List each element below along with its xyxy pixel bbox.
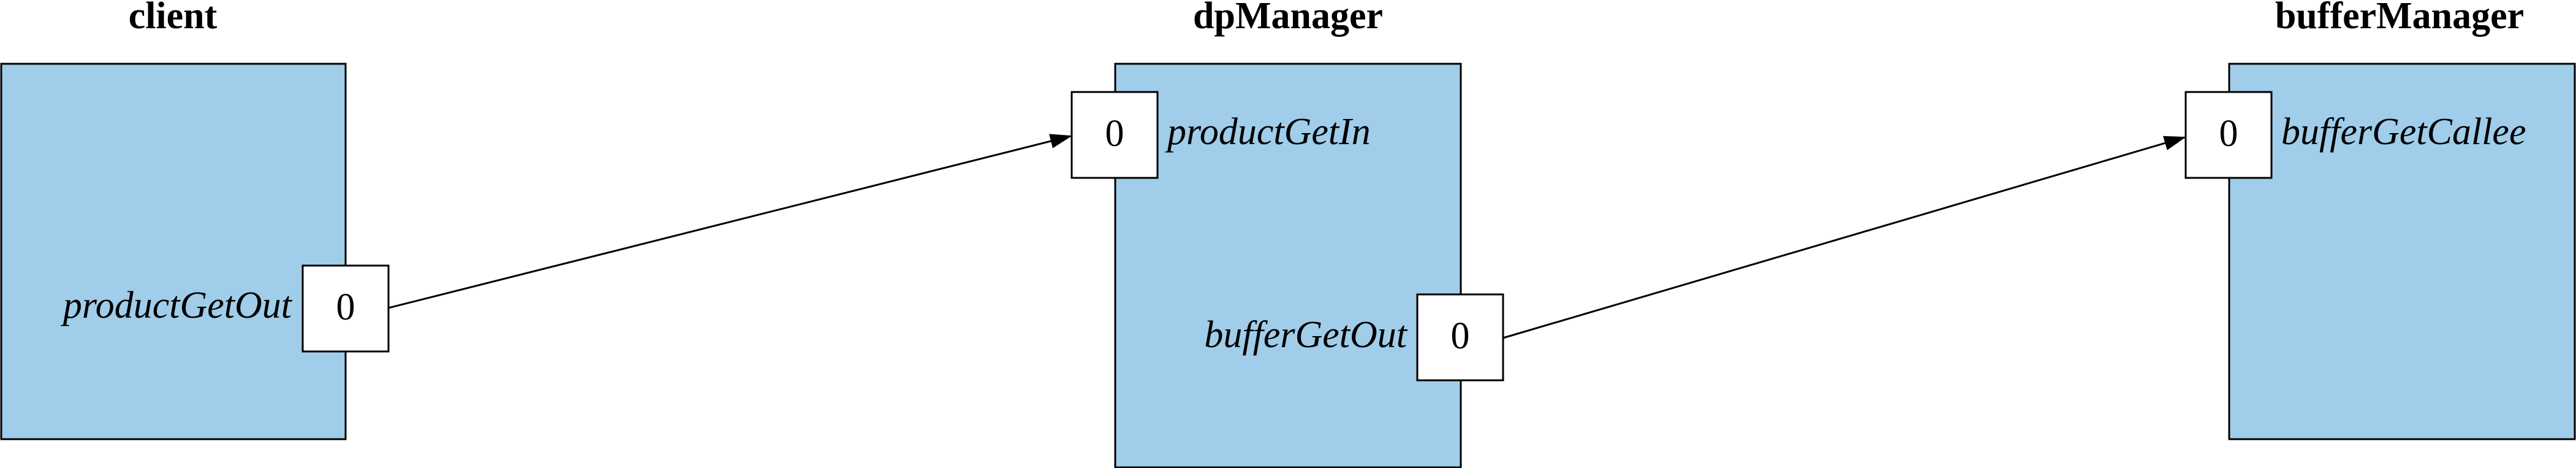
port-productGetIn[interactable]: 0 <box>1070 91 1159 179</box>
port-value-productGetOut: 0 <box>336 286 355 328</box>
component-title-client: client <box>129 0 218 37</box>
port-productGetOut[interactable]: 0 <box>301 264 390 353</box>
port-box-productGetOut[interactable] <box>301 264 390 353</box>
connector-productGetOut-to-productGetIn <box>388 134 1072 309</box>
component-box-dpManager <box>1114 63 1462 468</box>
port-label-productGetOut: productGetOut <box>61 285 293 326</box>
component-box-client <box>0 63 347 440</box>
component-bufferManager: bufferManager 0 bufferGetCallee <box>2184 0 2576 440</box>
port-value-productGetIn: 0 <box>1105 113 1124 155</box>
component-title-bufferManager: bufferManager <box>2275 0 2524 37</box>
component-client: client productGetOut 0 <box>0 0 390 440</box>
port-bufferGetCallee[interactable]: 0 <box>2184 91 2273 179</box>
component-title-dpManager: dpManager <box>1193 0 1383 37</box>
port-value-bufferGetCallee: 0 <box>2219 113 2238 155</box>
port-label-bufferGetCallee: bufferGetCallee <box>2281 111 2526 153</box>
component-dpManager: dpManager 0 productGetIn bufferGetOut 0 <box>1070 0 1504 468</box>
port-label-bufferGetOut: bufferGetOut <box>1204 314 1407 356</box>
port-bufferGetOut[interactable]: 0 <box>1416 293 1504 382</box>
port-box-productGetIn[interactable] <box>1070 91 1159 179</box>
connector-bufferGetOut-to-bufferGetCallee <box>1502 136 2186 339</box>
port-label-productGetIn: productGetIn <box>1165 111 1371 153</box>
component-box-bufferManager <box>2228 63 2576 440</box>
port-box-bufferGetCallee[interactable] <box>2184 91 2273 179</box>
port-value-bufferGetOut: 0 <box>1451 315 1470 357</box>
